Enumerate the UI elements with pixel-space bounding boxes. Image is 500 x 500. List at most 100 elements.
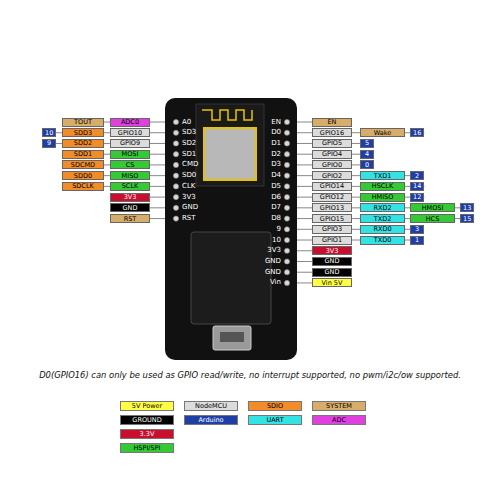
legend-text: SDIO xyxy=(267,402,283,410)
pin-function-box: 0 xyxy=(360,160,374,169)
pin-hole xyxy=(284,227,289,232)
wifi-module xyxy=(196,104,264,186)
pin-hole xyxy=(284,184,289,189)
pin-function-text: SDCMD xyxy=(69,161,97,169)
pin-function-text: MOSI xyxy=(120,150,141,158)
pin-hole xyxy=(173,141,178,146)
legend-swatch: 3.3V xyxy=(120,429,174,439)
pin-function-text: GPIO14 xyxy=(318,182,346,190)
note-text: D0(GPIO16) can only be used as GPIO read… xyxy=(0,370,500,380)
pin-function-text: EN xyxy=(326,118,339,126)
pin-function-text: MISO xyxy=(120,172,141,180)
pin-label: D5 xyxy=(271,182,281,191)
legend-swatch: HSPI/SPI xyxy=(120,443,174,453)
pin-label: EN xyxy=(271,118,281,127)
pin-function-text: 2 xyxy=(413,172,421,180)
pin-function-box: HCS xyxy=(410,214,455,223)
pin-hole xyxy=(284,205,289,210)
pin-function-box: 12 xyxy=(410,193,424,202)
pin-function-box: GPIO16 xyxy=(312,128,352,137)
pin-function-text: GPIO15 xyxy=(318,215,346,223)
pin-function-text: GPIO10 xyxy=(116,129,144,137)
antenna-trace xyxy=(202,110,252,120)
pin-function-box: GND xyxy=(312,268,352,277)
pin-label: GND xyxy=(265,268,281,277)
pin-function-text: TXD0 xyxy=(372,236,394,244)
pin-label: 3V3 xyxy=(267,246,281,255)
legend-text: GROUND xyxy=(132,416,161,424)
pin-hole xyxy=(173,184,178,189)
pin-label: SD0 xyxy=(182,171,196,180)
legend-swatch: ADC xyxy=(312,415,366,425)
pin-function-text: GND xyxy=(121,204,140,212)
pin-label: D3 xyxy=(271,160,281,169)
pin-function-text: SDD2 xyxy=(72,139,94,147)
pin-function-text: GPIO16 xyxy=(318,129,346,137)
pin-hole xyxy=(284,152,289,157)
pin-function-box: TOUT xyxy=(62,118,104,127)
pin-label: Vin xyxy=(270,278,281,287)
pin-function-box: GPIO4 xyxy=(312,150,352,159)
pin-function-text: 1 xyxy=(413,236,421,244)
module-shield xyxy=(204,128,256,180)
pin-hole xyxy=(284,162,289,167)
pin-function-text: GND xyxy=(323,257,342,265)
pin-function-box: CS xyxy=(110,160,150,169)
pin-function-text: SDCLK xyxy=(70,182,96,190)
pin-hole xyxy=(173,216,178,221)
pin-function-text: 16 xyxy=(411,129,423,137)
board-body xyxy=(165,98,297,360)
pin-function-box: SDD0 xyxy=(62,171,104,180)
pin-function-text: GPIO5 xyxy=(320,139,344,147)
pin-hole xyxy=(173,130,178,135)
pin-function-text: GND xyxy=(323,268,342,276)
pin-function-text: HMISO xyxy=(370,193,396,201)
pin-label: SD1 xyxy=(182,150,196,159)
pin-label: D0 xyxy=(271,128,281,137)
legend-text: SYSTEM xyxy=(326,402,352,410)
pin-function-text: 3V3 xyxy=(122,193,139,201)
pin-function-box: GND xyxy=(312,257,352,266)
pin-label: 9 xyxy=(277,225,281,234)
pin-function-box: HSCLK xyxy=(360,182,405,191)
pin-function-box: SDCMD xyxy=(62,160,104,169)
pin-function-text: Vin 5V xyxy=(320,279,345,287)
pin-hole xyxy=(284,270,289,275)
pin-function-box: GPIO1 xyxy=(312,236,352,245)
pin-function-box: GPIO0 xyxy=(312,160,352,169)
pin-function-box: ADC0 xyxy=(110,118,150,127)
pin-function-text: 9 xyxy=(45,139,53,147)
pin-hole xyxy=(284,130,289,135)
pin-function-text: 14 xyxy=(411,182,423,190)
legend-text: HSPI/SPI xyxy=(133,444,160,452)
pin-function-box: HMISO xyxy=(360,193,405,202)
pin-function-box: SCLK xyxy=(110,182,150,191)
pin-function-box: 14 xyxy=(410,182,424,191)
pin-function-text: 15 xyxy=(461,215,473,223)
pin-function-box: 10 xyxy=(42,128,56,137)
pin-function-text: Wake xyxy=(372,129,394,137)
pin-function-box: GPIO12 xyxy=(312,193,352,202)
pin-function-text: 4 xyxy=(363,150,371,158)
pin-hole xyxy=(284,259,289,264)
pin-label: D7 xyxy=(271,203,281,212)
pin-function-box: Wake xyxy=(360,128,405,137)
pin-function-text: CS xyxy=(124,161,137,169)
pin-function-text: TXD2 xyxy=(372,215,394,223)
pin-hole xyxy=(284,248,289,253)
pin-function-text: GPIO9 xyxy=(118,139,142,147)
pin-function-box: GPIO13 xyxy=(312,203,352,212)
legend-swatch: UART xyxy=(248,415,302,425)
pin-function-box: GPIO3 xyxy=(312,225,352,234)
pin-function-box: GPIO5 xyxy=(312,139,352,148)
pin-hole xyxy=(284,173,289,178)
pin-function-box: GND xyxy=(110,203,150,212)
pin-function-box: RST xyxy=(110,214,150,223)
pin-label: GND xyxy=(265,257,281,266)
pin-function-box: SDD1 xyxy=(62,150,104,159)
pin-function-box: RXD0 xyxy=(360,225,405,234)
pin-function-box: TXD0 xyxy=(360,236,405,245)
pin-label: CMD xyxy=(182,160,198,169)
pin-function-box: SDD3 xyxy=(62,128,104,137)
